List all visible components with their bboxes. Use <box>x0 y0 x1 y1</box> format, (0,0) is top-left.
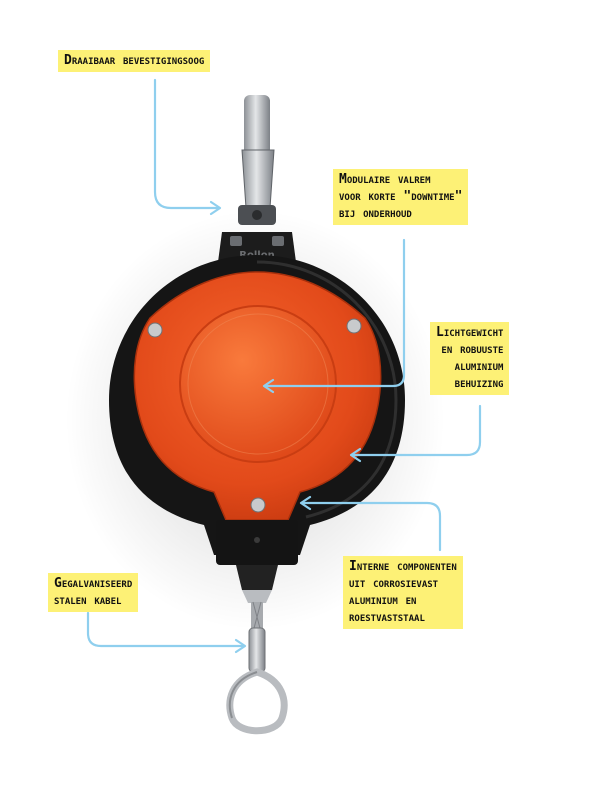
cover-dome <box>179 305 337 463</box>
callout-line: roestvaststaal <box>349 610 425 625</box>
callout-line: Lichtgewicht <box>436 325 504 340</box>
callout-swivel-eye: Draaibaar bevestigingsoog <box>58 50 211 72</box>
callout-cable: Gegalvaniseerd stalen kabel <box>48 573 139 612</box>
leader-housing-head <box>349 447 362 463</box>
callout-line: Gegalvaniseerd <box>54 576 133 591</box>
leader-cable-head <box>234 638 247 654</box>
callout-line: Draaibaar bevestigingsoog <box>64 53 205 68</box>
callout-line: uit corrosievast <box>349 576 439 591</box>
callout-line: bij onderhoud <box>339 206 412 221</box>
leader-swivel-eye-head <box>209 200 222 216</box>
callout-line: Interne componenten <box>349 559 457 574</box>
swivel-eye <box>238 95 276 225</box>
callout-internal-components: Interne componenten uit corrosievast alu… <box>343 556 463 629</box>
callout-line: voor korte "downtime" <box>339 189 463 204</box>
leader-internal-head <box>299 495 312 511</box>
steel-cable <box>226 601 288 735</box>
cover-bolts <box>147 318 362 513</box>
callout-line: aluminium <box>454 359 504 374</box>
leader-modular-brake <box>263 238 406 388</box>
leader-cable <box>86 611 246 648</box>
leader-modular-brake-head <box>262 378 275 394</box>
leader-swivel-eye <box>153 78 220 210</box>
callout-line: stalen kabel <box>54 593 122 608</box>
leader-internal <box>300 501 442 552</box>
callout-line: behuizing <box>454 376 504 391</box>
cable-outlet <box>216 520 298 603</box>
callout-line: aluminium en <box>349 593 417 608</box>
callout-line: Modulaire valrem <box>339 172 431 187</box>
callout-housing: Lichtgewicht en robuuste aluminium behui… <box>430 322 510 395</box>
leader-lines <box>86 78 482 654</box>
callout-line: en robuuste <box>441 342 504 357</box>
callout-modular-brake: Modulaire valrem voor korte "downtime" b… <box>333 169 469 225</box>
leader-housing <box>350 404 482 457</box>
